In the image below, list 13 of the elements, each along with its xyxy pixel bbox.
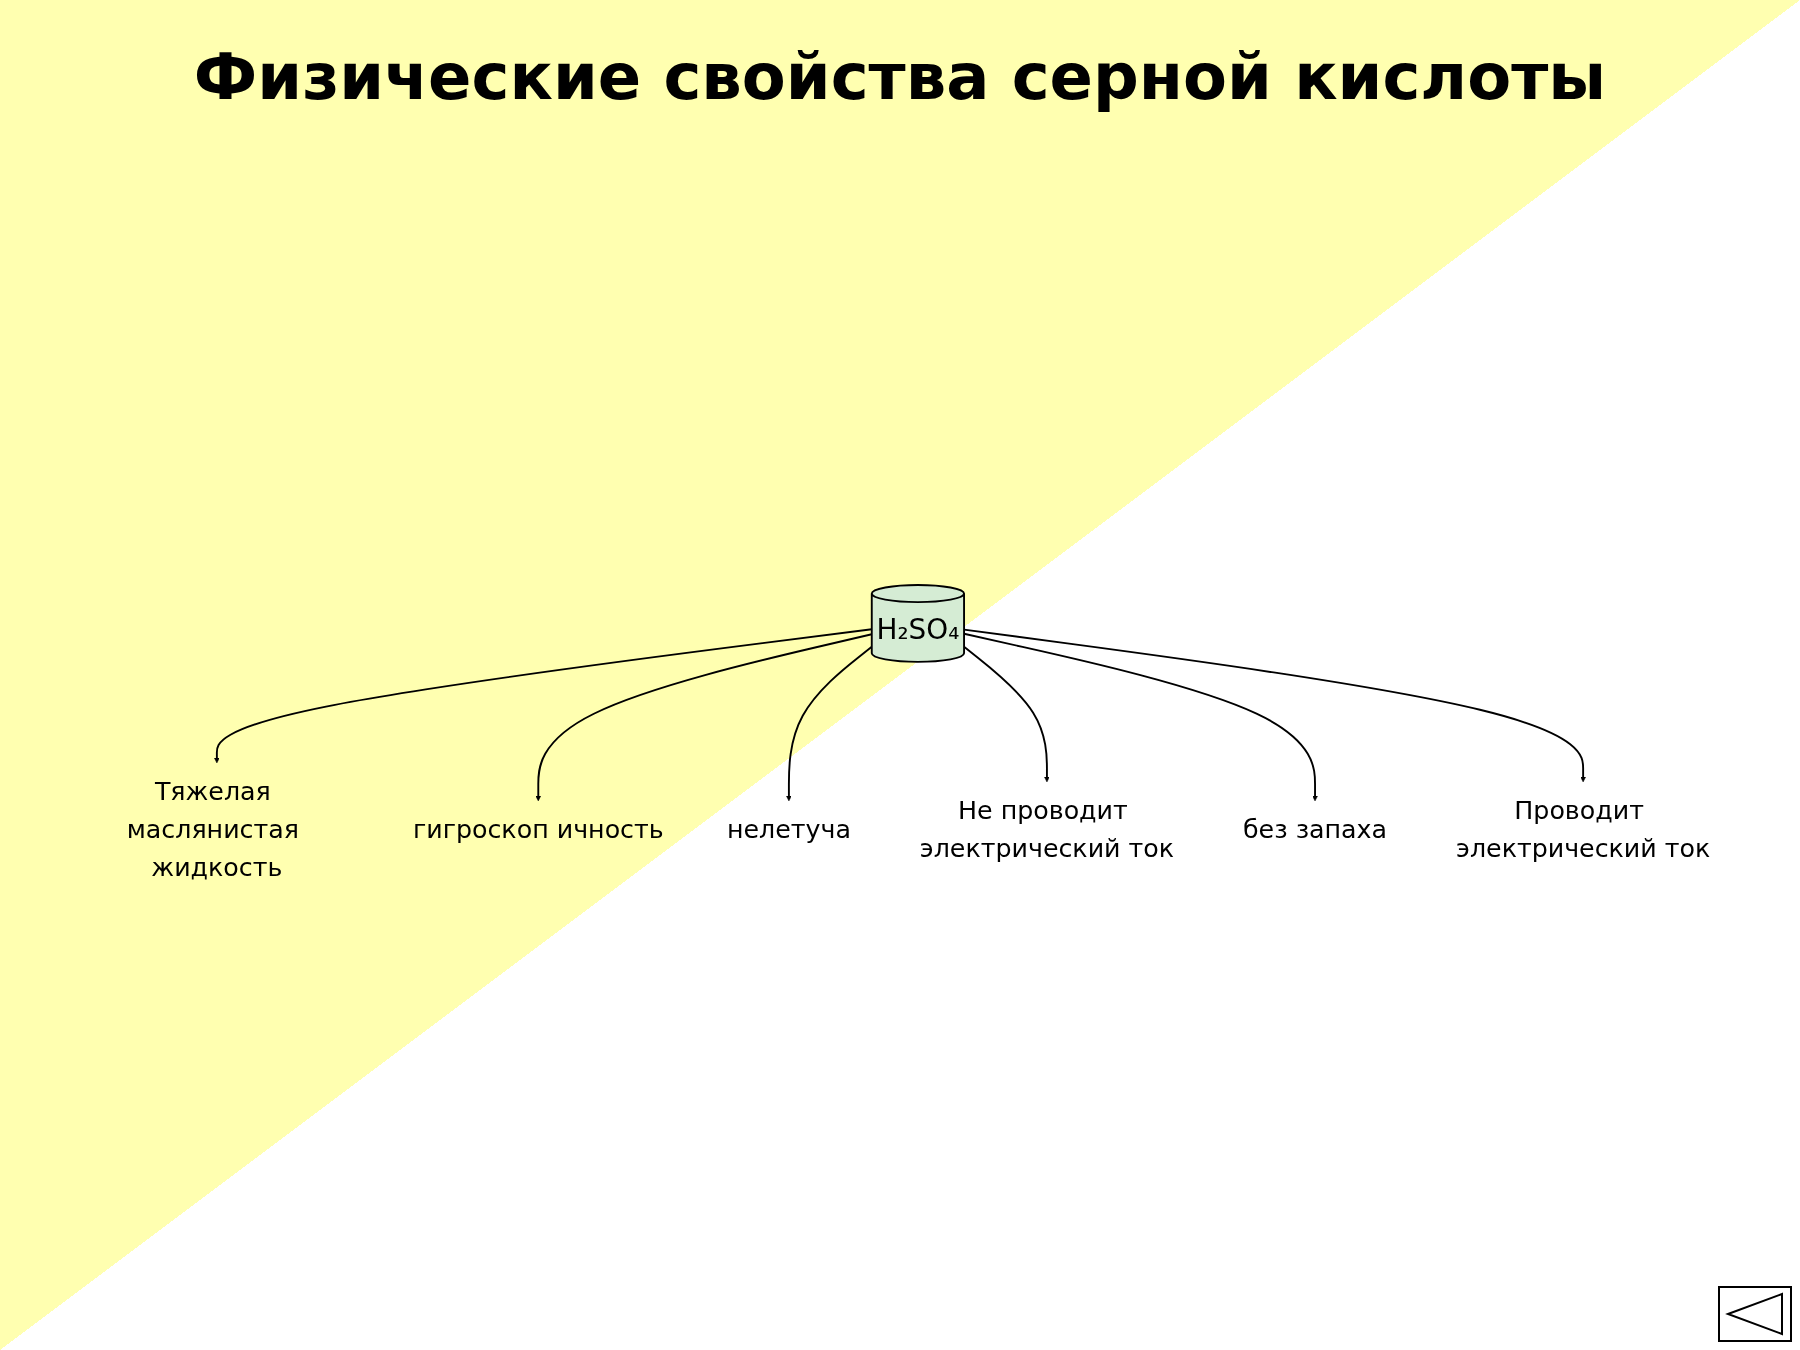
node-text: без запаха (1242, 814, 1388, 844)
arrow (535, 632, 873, 801)
arrow (963, 628, 1586, 782)
node-text: нелетуча (726, 814, 851, 844)
node-text: Не проводит электрический ток (919, 795, 1175, 863)
node-text: гигроскоп ичность (412, 814, 664, 844)
node-text: Тяжелая маслянистая жидкость (126, 776, 299, 882)
slide-title: Физические свойства серной кислоты (192, 40, 1608, 114)
arrow (786, 645, 873, 801)
arrow (963, 632, 1318, 801)
node-text: Проводит электрический ток (1456, 795, 1711, 863)
arrow (214, 627, 873, 763)
arrow (963, 645, 1050, 782)
